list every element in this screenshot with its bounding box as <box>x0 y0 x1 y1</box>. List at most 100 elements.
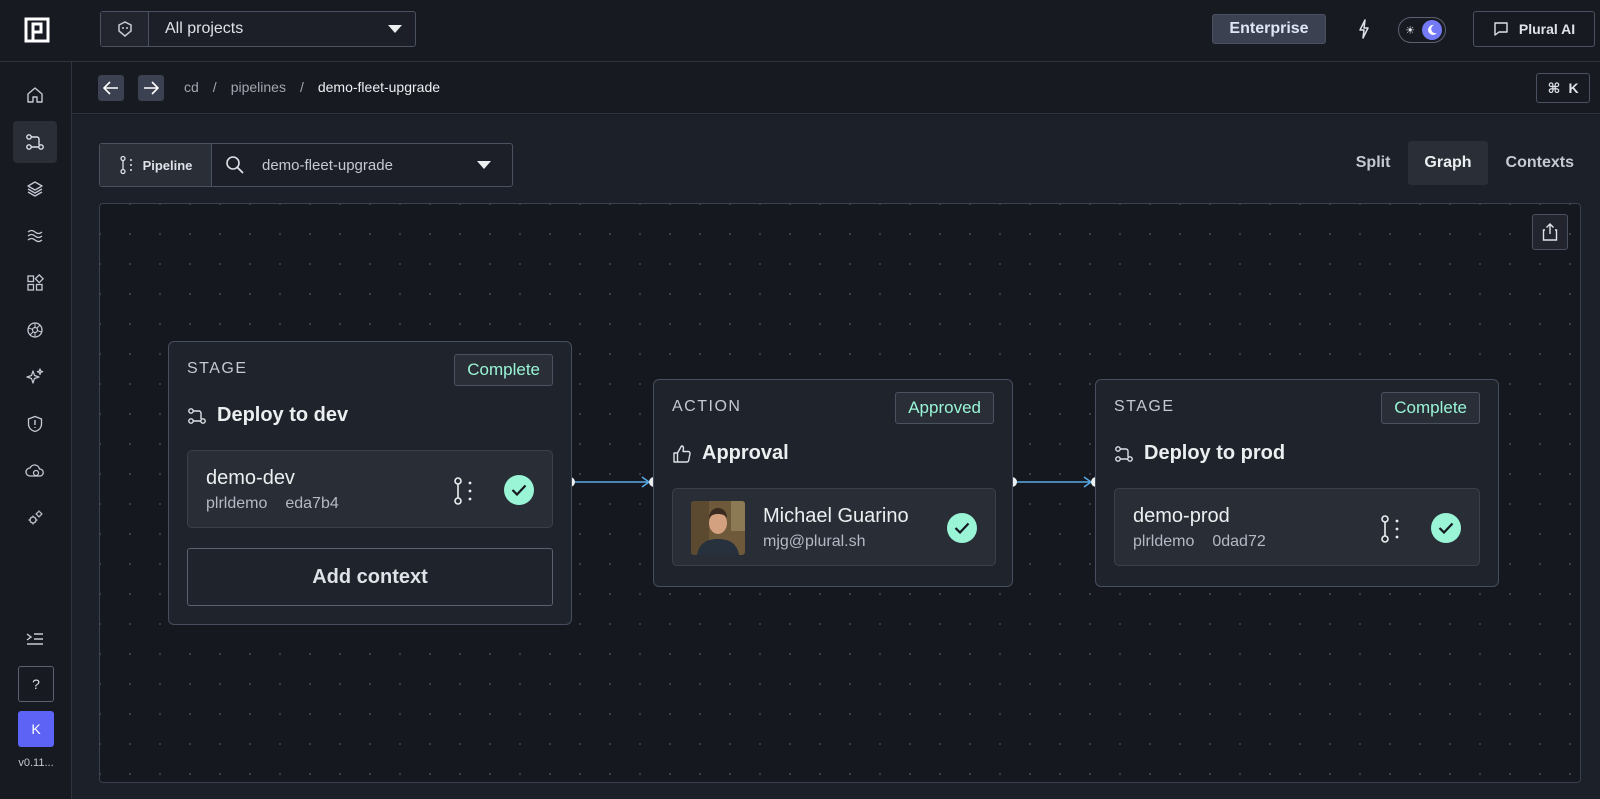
breadcrumb-separator: / <box>299 79 304 95</box>
breadcrumb-item-cd[interactable]: cd <box>184 79 199 95</box>
approver-email: mjg@plural.sh <box>763 533 866 550</box>
layers-icon <box>27 181 43 197</box>
pipelines-icon <box>1115 445 1133 462</box>
main-content: Pipeline demo-fleet-upgrade Split Graph … <box>72 115 1600 799</box>
check-icon <box>1431 513 1461 543</box>
forward-button[interactable] <box>138 75 164 101</box>
pipeline-tag: Pipeline <box>100 144 212 186</box>
service-card[interactable]: demo-dev plrldemo eda7b4 <box>187 450 553 528</box>
shortcut-key-label: K <box>1568 80 1579 96</box>
user-avatar[interactable]: K <box>18 711 54 747</box>
sidebar-item-flows[interactable] <box>13 215 57 257</box>
node-title-text: Deploy to dev <box>217 404 349 426</box>
pipeline-icon <box>119 155 132 175</box>
waves-icon <box>27 229 43 243</box>
sidebar-item-cost[interactable] <box>13 450 57 492</box>
arrow-right-icon <box>144 81 159 95</box>
expand-menu-icon <box>26 633 43 645</box>
node-title: Deploy to prod <box>1114 442 1285 465</box>
sidebar-item-ai[interactable] <box>13 356 57 398</box>
chevron-down-icon <box>375 12 415 46</box>
pipeline-icon[interactable] <box>452 477 476 505</box>
top-bar: All projects Enterprise ☀ Plural AI <box>0 0 1600 62</box>
breadcrumb: cd / pipelines / demo-fleet-upgrade <box>184 79 440 95</box>
chevron-down-icon <box>456 144 512 186</box>
breadcrumb-bar: cd / pipelines / demo-fleet-upgrade ⌘ K <box>72 62 1600 114</box>
help-button[interactable]: ? <box>18 666 54 702</box>
sidebar: ? K v0.11... <box>0 62 72 799</box>
lightning-icon[interactable] <box>1352 17 1376 41</box>
tab-split[interactable]: Split <box>1355 154 1391 171</box>
breadcrumb-item-pipelines[interactable]: pipelines <box>230 79 286 95</box>
moon-icon <box>1422 20 1442 40</box>
pipelines-icon <box>188 407 206 424</box>
tab-graph[interactable]: Graph <box>1408 141 1488 185</box>
project-select-label: All projects <box>165 20 244 37</box>
breadcrumb-item-current: demo-fleet-upgrade <box>317 79 441 95</box>
status-badge: Complete <box>1381 392 1480 424</box>
approver-avatar <box>691 501 745 555</box>
share-icon <box>1542 223 1558 241</box>
shield-icon <box>27 415 43 433</box>
approver-name: Michael Guarino <box>763 505 909 527</box>
project-icon <box>101 12 149 46</box>
pipeline-icon[interactable] <box>1379 515 1403 543</box>
node-kind-label: ACTION <box>672 398 742 415</box>
command-key-icon: ⌘ <box>1547 79 1561 96</box>
node-title: Approval <box>672 442 789 465</box>
check-icon <box>947 513 977 543</box>
node-title-text: Approval <box>702 442 789 464</box>
sidebar-item-security[interactable] <box>13 403 57 445</box>
export-button[interactable] <box>1532 214 1568 250</box>
service-name: demo-dev <box>206 467 295 489</box>
stage-node-dev[interactable]: STAGE Complete Deploy to dev demo-dev pl… <box>168 341 572 625</box>
add-context-button[interactable]: Add context <box>187 548 553 606</box>
cloud-icon <box>25 464 44 477</box>
kubernetes-icon <box>27 322 43 338</box>
sun-icon: ☀ <box>1405 24 1415 37</box>
sidebar-item-home[interactable] <box>13 74 57 116</box>
sidebar-collapse-button[interactable] <box>13 618 57 660</box>
node-kind-label: STAGE <box>187 360 248 377</box>
sidebar-item-catalog[interactable] <box>13 262 57 304</box>
pipeline-select-value: demo-fleet-upgrade <box>262 156 393 174</box>
pipeline-tag-label: Pipeline <box>142 157 193 173</box>
home-icon <box>27 87 43 103</box>
command-palette-button[interactable]: ⌘ K <box>1536 73 1590 103</box>
plural-ai-label: Plural AI <box>1518 21 1576 37</box>
breadcrumb-separator: / <box>212 79 217 95</box>
plural-logo-icon[interactable] <box>24 17 50 43</box>
pipeline-select[interactable]: Pipeline demo-fleet-upgrade <box>99 143 513 187</box>
thumbs-up-icon <box>673 444 691 463</box>
sparkles-icon <box>26 368 44 384</box>
project-select[interactable]: All projects <box>100 11 416 47</box>
node-kind-label: STAGE <box>1114 398 1175 415</box>
service-cluster: plrldemo <box>206 495 268 512</box>
service-meta: plrldemo 0dad72 <box>1133 533 1266 551</box>
service-meta: plrldemo eda7b4 <box>206 495 339 513</box>
apps-icon <box>27 274 44 291</box>
sidebar-item-settings[interactable] <box>13 497 57 539</box>
arrow-left-icon <box>103 81 118 95</box>
sidebar-item-stacks[interactable] <box>13 168 57 210</box>
stage-node-prod[interactable]: STAGE Complete Deploy to prod demo-prod … <box>1095 379 1499 587</box>
version-label: v0.11... <box>18 757 54 769</box>
settings-icon <box>28 510 43 525</box>
service-sha: 0dad72 <box>1212 533 1266 550</box>
status-badge: Approved <box>895 392 994 424</box>
chat-icon <box>1494 22 1508 36</box>
theme-toggle[interactable]: ☀ <box>1398 17 1446 43</box>
pipeline-graph-canvas[interactable]: STAGE Complete Deploy to dev demo-dev pl… <box>99 203 1581 783</box>
service-card[interactable]: demo-prod plrldemo 0dad72 <box>1114 488 1480 566</box>
plural-ai-button[interactable]: Plural AI <box>1473 11 1595 47</box>
service-cluster: plrldemo <box>1133 533 1195 550</box>
service-name: demo-prod <box>1133 505 1230 527</box>
view-tabs: Split Graph Contexts <box>1340 141 1590 185</box>
approver-card[interactable]: Michael Guarino mjg@plural.sh <box>672 488 996 566</box>
action-node-approval[interactable]: ACTION Approved Approval Micha <box>653 379 1013 587</box>
back-button[interactable] <box>98 75 124 101</box>
sidebar-item-kubernetes[interactable] <box>13 309 57 351</box>
sidebar-item-cd[interactable] <box>13 121 57 163</box>
tab-contexts[interactable]: Contexts <box>1505 154 1574 171</box>
node-title-text: Deploy to prod <box>1144 442 1286 464</box>
